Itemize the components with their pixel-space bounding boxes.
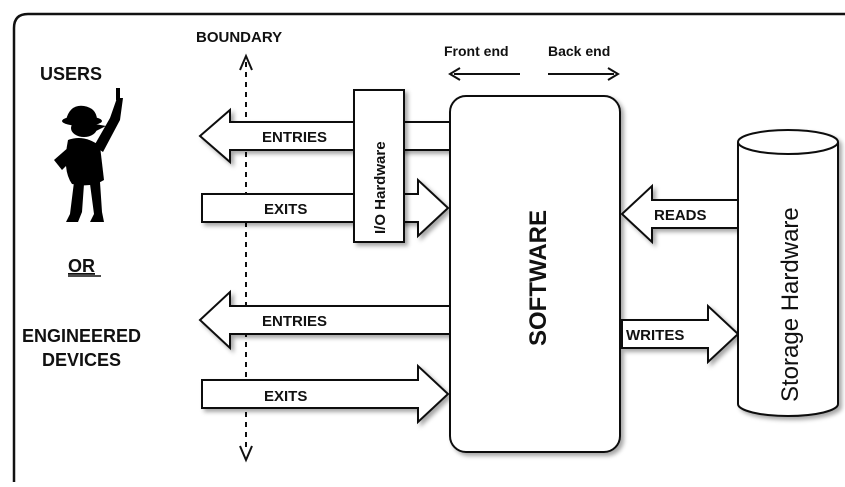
engineered-devices-label-line1: ENGINEERED: [22, 326, 141, 346]
boundary-label: BOUNDARY: [196, 29, 282, 46]
users-label: USERS: [40, 64, 102, 84]
back-end-label: Back end: [548, 43, 610, 59]
reads-label: READS: [654, 207, 707, 224]
exits-top-label: EXITS: [264, 201, 307, 218]
person-pointing-icon: [54, 88, 123, 222]
engineered-devices-label-line2: DEVICES: [42, 350, 121, 370]
front-end-arrow: [450, 68, 520, 80]
writes-label: WRITES: [626, 327, 684, 344]
io-hardware-label: I/O Hardware: [372, 141, 389, 234]
exits-top-arrow: [202, 180, 448, 236]
exits-bottom-label: EXITS: [264, 388, 307, 405]
exits-bottom-arrow: [202, 366, 448, 422]
entries-bottom-label: ENTRIES: [262, 313, 327, 330]
or-label: OR: [68, 256, 95, 276]
entries-top-label: ENTRIES: [262, 129, 327, 146]
storage-hardware-label: Storage Hardware: [777, 207, 804, 402]
front-end-label: Front end: [444, 43, 509, 59]
back-end-arrow: [548, 68, 618, 80]
software-label: SOFTWARE: [525, 210, 552, 346]
